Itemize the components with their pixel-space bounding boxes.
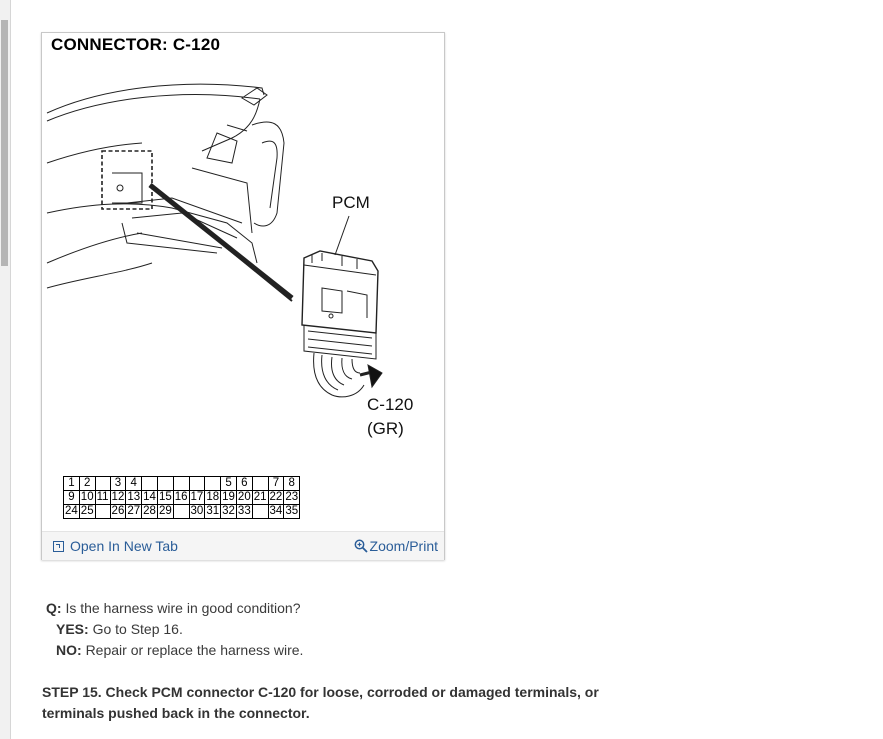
no-label: NO: — [56, 642, 82, 658]
pin-cell: 29 — [156, 504, 174, 519]
pin-cell: 31 — [204, 504, 222, 519]
zoom-print-label: Zoom/Print — [369, 538, 438, 554]
pin-cell: 28 — [141, 504, 158, 519]
scrollbar-track[interactable] — [0, 0, 11, 739]
zoom-icon — [354, 539, 368, 553]
step-15-instruction: STEP 15. Check PCM connector C-120 for l… — [42, 684, 599, 721]
pin-cell — [172, 476, 190, 491]
no-line: NO: Repair or replace the harness wire. — [56, 642, 303, 658]
pin-cell: 16 — [172, 490, 190, 505]
pin-cell: 35 — [283, 504, 301, 519]
open-new-tab-icon — [53, 541, 64, 552]
yes-text: Go to Step 16. — [92, 621, 183, 637]
yes-label: YES: — [56, 621, 89, 637]
pin-cell — [94, 504, 111, 519]
scrollbar-thumb[interactable] — [1, 20, 8, 266]
open-new-tab-link[interactable]: Open In New Tab — [53, 538, 178, 554]
pin-cell: 26 — [109, 504, 127, 519]
pin-cell: 34 — [267, 504, 285, 519]
pin-cell: 32 — [220, 504, 237, 519]
pin-cell: 5 — [220, 476, 237, 491]
pin-cell: 25 — [78, 504, 96, 519]
pin-cell — [141, 476, 158, 491]
pin-cell — [204, 476, 222, 491]
figure-title: CONNECTOR: C-120 — [51, 35, 221, 54]
pin-cell: 17 — [188, 490, 206, 505]
pin-cell: 10 — [78, 490, 96, 505]
connector-id-label: C-120 — [367, 395, 414, 414]
connector-illustration — [46, 83, 383, 398]
pin-cell: 8 — [283, 476, 301, 491]
pin-cell: 4 — [125, 476, 143, 491]
pin-cell: 7 — [267, 476, 285, 491]
pin-cell: 1 — [63, 476, 80, 491]
pin-cell: 18 — [204, 490, 222, 505]
pin-cell — [251, 476, 269, 491]
zoom-print-link[interactable]: Zoom/Print — [354, 538, 438, 554]
color-code-label: (GR) — [367, 419, 404, 438]
pin-cell: 24 — [63, 504, 80, 519]
question-label: Q: — [46, 600, 62, 616]
pin-cell: 12 — [109, 490, 127, 505]
pin-cell: 11 — [94, 490, 111, 505]
pin-cell — [188, 476, 206, 491]
pin-cell: 22 — [267, 490, 285, 505]
pin-cell: 30 — [188, 504, 206, 519]
question-text: Is the harness wire in good condition? — [65, 600, 301, 616]
figure-footer: Open In New Tab Zoom/Print — [42, 531, 444, 560]
pin-cell: 19 — [220, 490, 237, 505]
pin-cell — [94, 476, 111, 491]
pin-cell: 15 — [156, 490, 174, 505]
pin-cell: 20 — [235, 490, 253, 505]
no-text: Repair or replace the harness wire. — [85, 642, 304, 658]
pin-cell: 23 — [283, 490, 301, 505]
pin-cell — [156, 476, 174, 491]
pin-cell — [251, 504, 269, 519]
pin-cell: 33 — [235, 504, 253, 519]
pin-cell — [172, 504, 190, 519]
open-new-tab-label: Open In New Tab — [70, 538, 178, 554]
pin-cell: 3 — [109, 476, 127, 491]
pin-cell: 6 — [235, 476, 253, 491]
pin-cell: 13 — [125, 490, 143, 505]
pin-cell: 27 — [125, 504, 143, 519]
yes-line: YES: Go to Step 16. — [56, 621, 183, 637]
pin-cell: 2 — [78, 476, 96, 491]
question-line: Q: Is the harness wire in good condition… — [46, 600, 301, 616]
pin-cell: 14 — [141, 490, 158, 505]
pcm-label: PCM — [332, 193, 370, 212]
pin-cell: 21 — [251, 490, 269, 505]
pin-cell: 9 — [63, 490, 80, 505]
